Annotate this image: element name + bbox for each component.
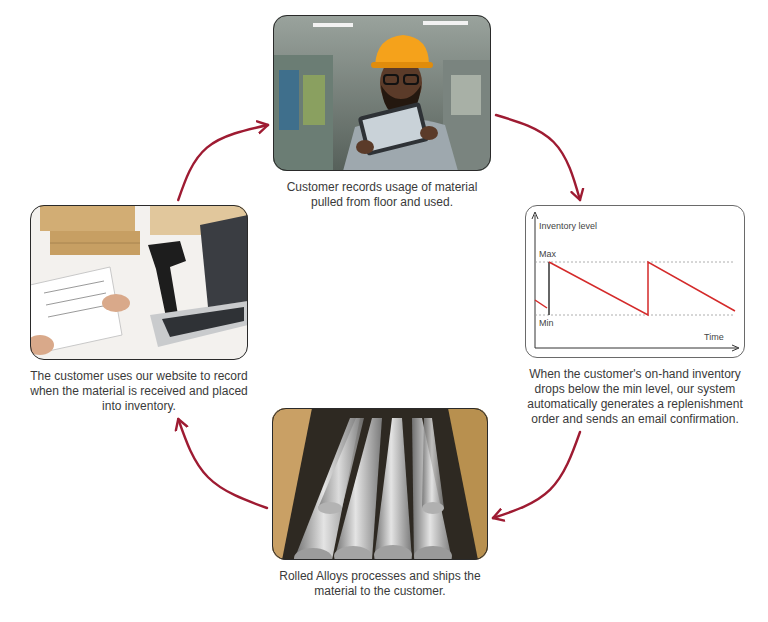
illustration-part (451, 75, 481, 115)
illustration-part (318, 418, 364, 508)
illustration-part (535, 300, 547, 308)
steel-bars-photo (272, 408, 488, 560)
illustration-part (272, 408, 488, 560)
step-caption: The customer uses our website to record … (30, 369, 248, 414)
cycle-arrow (178, 419, 267, 508)
illustration-part (279, 70, 299, 130)
axis-label: Max (539, 250, 556, 259)
illustration-part (356, 140, 374, 154)
illustration-part (48, 305, 108, 317)
illustration-part (200, 215, 248, 307)
illustration-part (273, 55, 333, 171)
cycle-arrow (178, 125, 268, 200)
axis-label: Time (704, 333, 724, 342)
illustration-part (535, 315, 735, 316)
illustration-part (535, 262, 735, 263)
cycle-arrow (496, 115, 580, 200)
illustration-part (448, 408, 488, 560)
illustration-part (50, 231, 140, 255)
process-step: The customer uses our website to record … (30, 205, 248, 414)
illustration-part (102, 294, 130, 312)
illustration-part (375, 35, 429, 65)
edge-group (178, 115, 580, 518)
illustration-part (294, 548, 332, 560)
illustration-part (548, 262, 550, 315)
step-caption: Rolled Alloys processes and ships the ma… (272, 569, 488, 599)
illustration-part (30, 205, 248, 360)
photo-frame (272, 408, 488, 560)
illustration-part (532, 212, 538, 219)
illustration-part (404, 75, 418, 84)
illustration-part (162, 307, 244, 337)
scanning-photo (30, 205, 248, 360)
illustration-part (423, 21, 468, 25)
axis-label: Min (539, 319, 554, 328)
photo-frame (30, 205, 248, 360)
illustration-part (535, 348, 737, 349)
illustration-part (44, 281, 104, 293)
illustration-part (374, 545, 412, 560)
illustration-part (272, 408, 488, 560)
illustration-part (371, 62, 433, 68)
illustration-part (313, 23, 353, 27)
illustration-part (535, 215, 536, 348)
illustration-part (273, 15, 491, 171)
illustration-part (420, 126, 438, 140)
illustration-part (412, 418, 452, 560)
illustration-part (414, 546, 452, 560)
illustration-part (318, 502, 342, 514)
illustration-part (150, 301, 248, 347)
illustration-part (50, 243, 140, 244)
illustration-part (40, 205, 135, 231)
step-caption: When the customer's on-hand inventory dr… (525, 367, 745, 427)
illustration-part (148, 241, 186, 317)
process-step: Rolled Alloys processes and ships the ma… (272, 408, 488, 599)
illustration-part (525, 205, 745, 358)
illustration-part (30, 335, 54, 355)
illustration-part (46, 293, 106, 305)
process-step: Inventory levelMaxMinTimeWhen the custom… (525, 205, 745, 427)
process-step: Customer records usage of material pulle… (273, 15, 491, 210)
axis-label: Inventory level (539, 222, 597, 231)
illustration-part (273, 15, 491, 171)
illustration-part (384, 75, 398, 84)
illustration-part (422, 502, 444, 514)
cycle-arrow (493, 432, 580, 518)
illustration-part (732, 345, 739, 351)
illustration-part (422, 418, 444, 508)
illustration-part (303, 75, 325, 125)
photo-frame (273, 15, 491, 171)
illustration-part (30, 205, 248, 360)
worker-photo (273, 15, 491, 171)
step-caption: Customer records usage of material pulle… (273, 180, 491, 210)
chart-frame: Inventory levelMaxMinTime (525, 205, 745, 358)
illustration-part (549, 262, 735, 315)
illustration-part (374, 418, 412, 560)
illustration-part (334, 546, 372, 560)
